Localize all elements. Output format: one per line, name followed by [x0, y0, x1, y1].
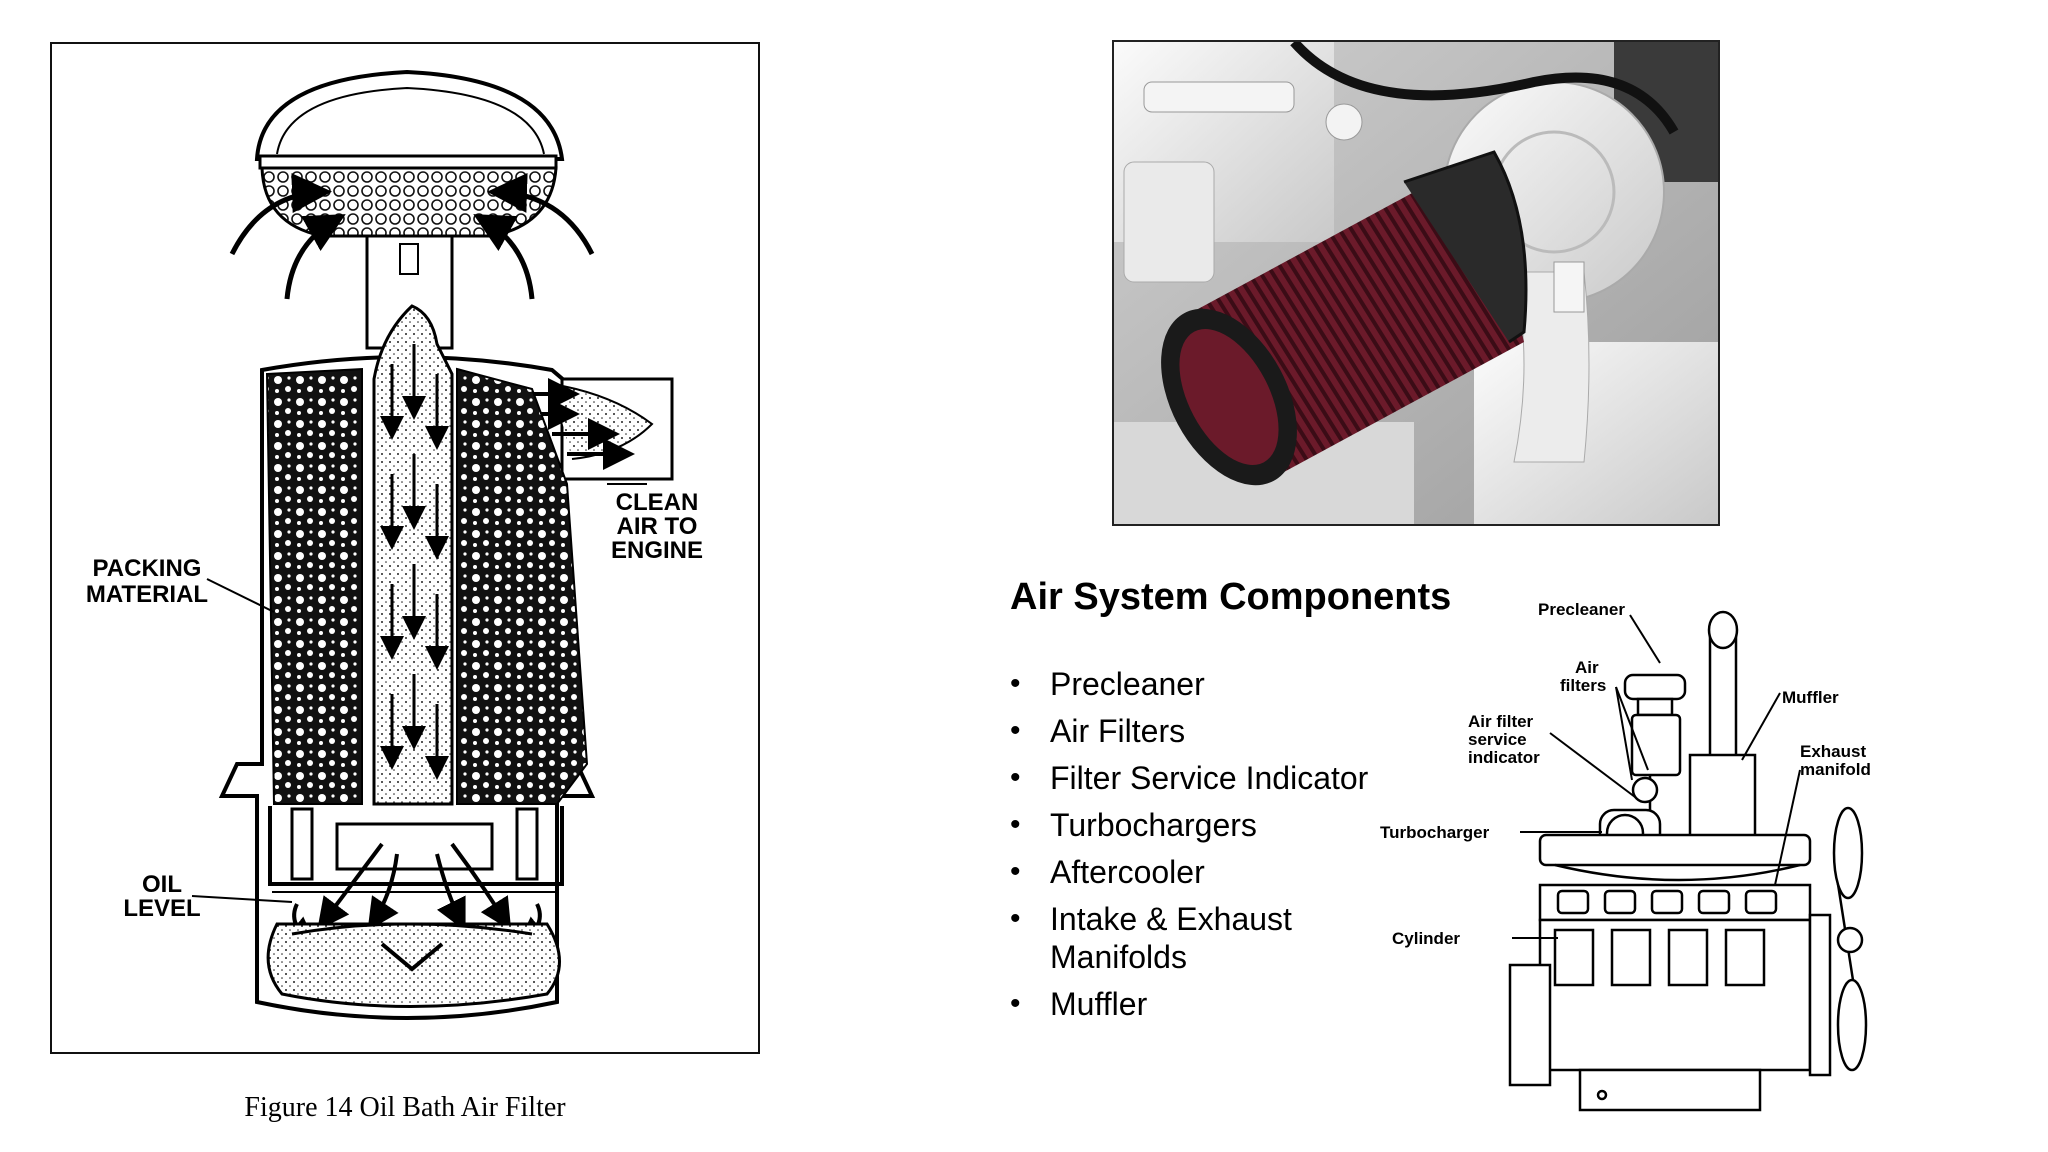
figure-caption: Figure 14 Oil Bath Air Filter: [244, 1092, 566, 1123]
label-cylinder: Cylinder: [1392, 929, 1460, 948]
label-exhaust-line-2: manifold: [1800, 760, 1871, 779]
engine-air-system-diagram: Precleaner Air filters Air filter servic…: [1380, 585, 1900, 1125]
engine-air-filter-photo: [1112, 40, 1720, 526]
label-clean-air-line-1: CLEAN: [616, 489, 699, 516]
label-exhaust-line-1: Exhaust: [1800, 742, 1866, 761]
label-air-filters-line-2: filters: [1560, 676, 1606, 695]
list-item: Muffler: [1010, 985, 1380, 1023]
label-packing-line-2: MATERIAL: [86, 581, 208, 608]
label-turbocharger: Turbocharger: [1380, 823, 1490, 842]
label-clean-air-line-2: AIR TO: [617, 513, 698, 540]
label-air-filters-line-1: Air: [1575, 658, 1599, 677]
label-indicator-line-1: Air filter: [1468, 712, 1534, 731]
label-precleaner: Precleaner: [1538, 600, 1625, 619]
components-list: Precleaner Air Filters Filter Service In…: [1010, 665, 1380, 1032]
components-title: Air System Components: [1010, 576, 1452, 618]
label-muffler: Muffler: [1782, 688, 1839, 707]
list-item: Aftercooler: [1010, 853, 1380, 891]
list-item: Turbochargers: [1010, 806, 1380, 844]
list-item: Precleaner: [1010, 665, 1380, 703]
engine-diagram-drawing: Precleaner Air filters Air filter servic…: [1380, 600, 1871, 1112]
oil-bath-filter-diagram: PACKING MATERIAL CLEAN AIR TO ENGINE OIL…: [50, 42, 760, 1054]
list-item: Air Filters: [1010, 712, 1380, 750]
list-item: Intake & Exhaust Manifolds: [1010, 900, 1380, 976]
list-item: Filter Service Indicator: [1010, 759, 1380, 797]
label-indicator-line-3: indicator: [1468, 748, 1540, 767]
engine-photo-illustration: [1114, 42, 1718, 524]
oil-bath-filter-drawing: PACKING MATERIAL CLEAN AIR TO ENGINE OIL…: [86, 69, 703, 1020]
label-clean-air-line-3: ENGINE: [611, 537, 703, 564]
label-indicator-line-2: service: [1468, 730, 1527, 749]
label-packing-line-1: PACKING: [93, 555, 202, 582]
label-oil-level-line-2: LEVEL: [123, 895, 200, 922]
label-oil-level-line-1: OIL: [142, 871, 182, 898]
